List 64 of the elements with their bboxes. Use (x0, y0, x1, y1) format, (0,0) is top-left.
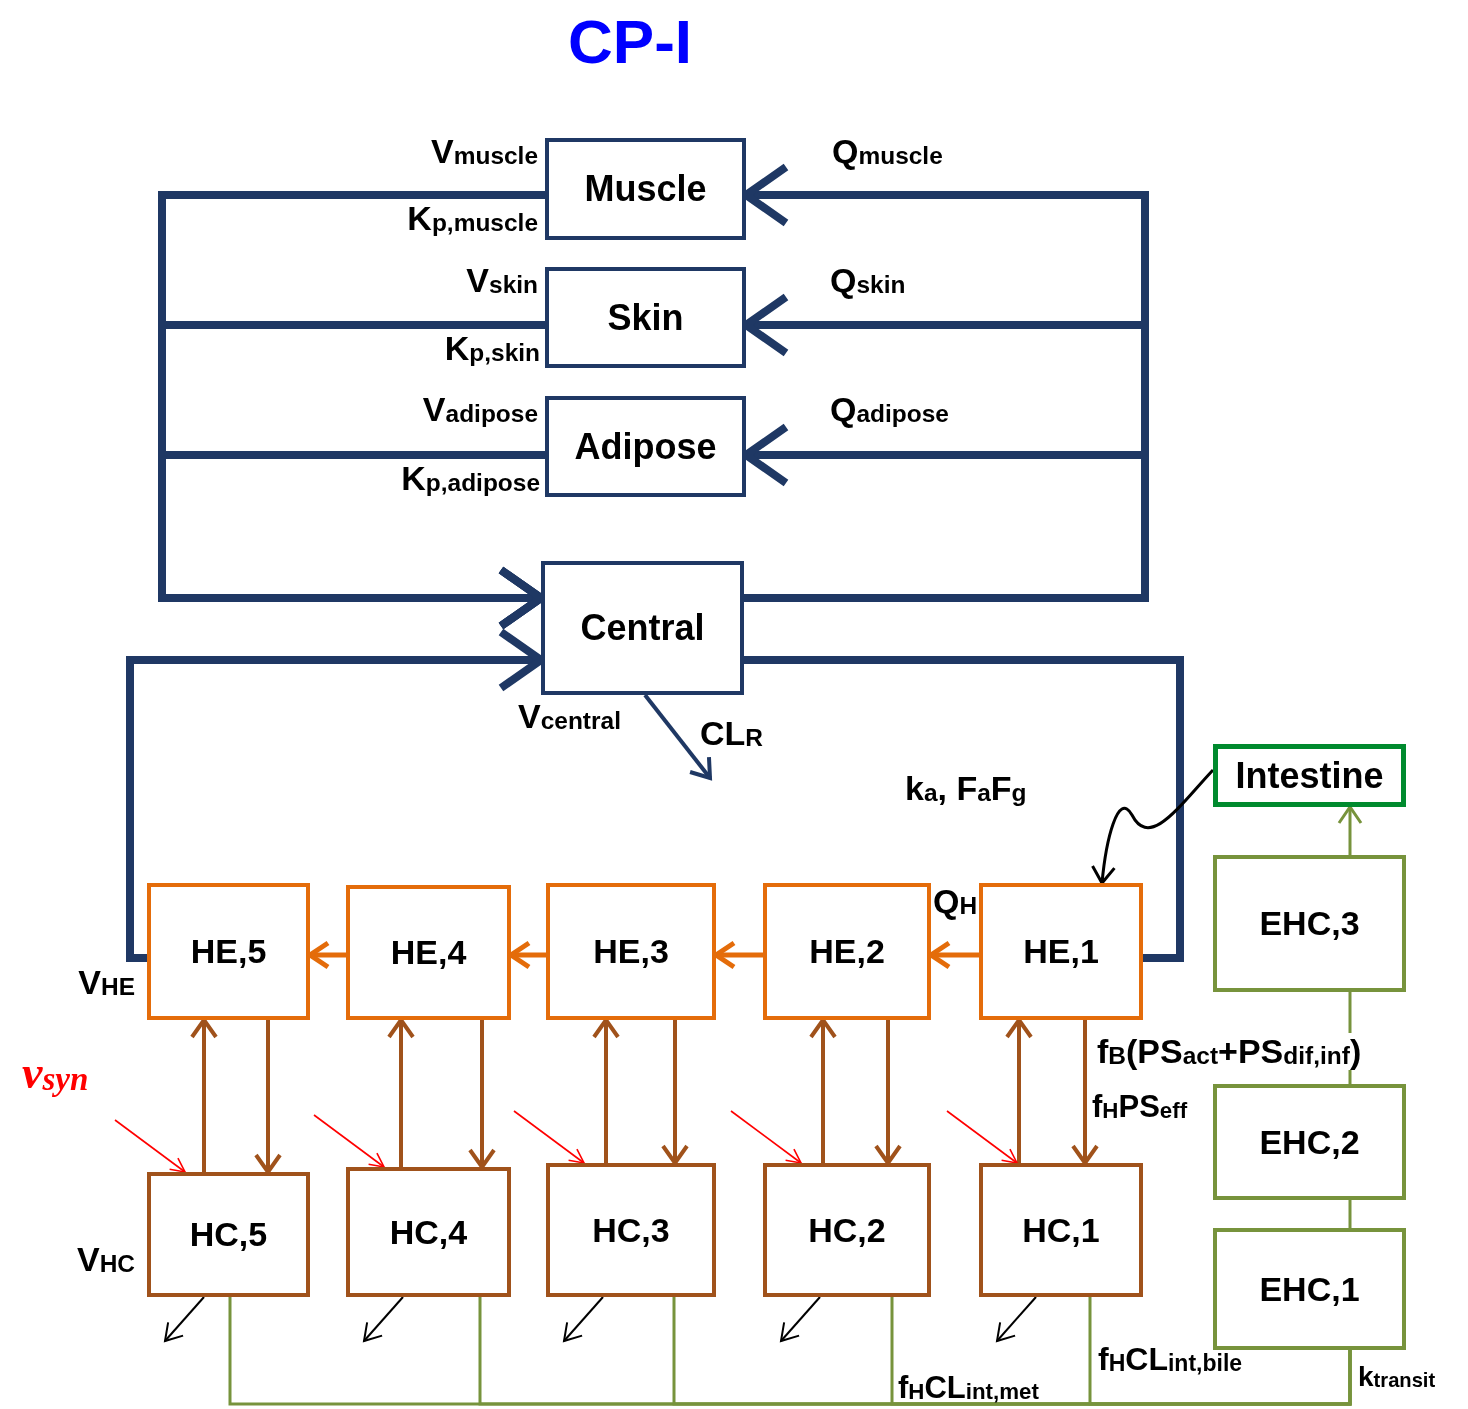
arrow (190, 1018, 218, 1172)
arrow (468, 1020, 496, 1169)
hepatocyte-compartment-box (763, 1163, 931, 1297)
arrow (996, 1296, 1037, 1342)
liver-compartment-box (346, 885, 511, 1020)
arrow (1337, 805, 1363, 855)
liver-compartment-box (763, 883, 931, 1020)
arrow (809, 1018, 837, 1163)
compartment-box (545, 138, 746, 240)
compartment-label: Central (580, 607, 705, 649)
compartment-box (545, 396, 746, 497)
connector-line (1348, 1200, 1352, 1228)
compartment-label: HC,3 (592, 1210, 670, 1250)
arrow (661, 1020, 689, 1165)
compartment-label: HC,1 (1022, 1210, 1100, 1250)
compartment-label: HC,4 (389, 1212, 468, 1252)
compartment-label: EHC,1 (1259, 1269, 1360, 1309)
arrow (1071, 1020, 1099, 1165)
bile-compartment-box (1213, 1228, 1406, 1350)
arrow (313, 1114, 385, 1168)
compartment-box (545, 267, 746, 368)
arrow (158, 451, 545, 630)
liver-compartment-box (546, 883, 716, 1020)
intestine-box (1213, 744, 1406, 807)
compartment-box (541, 561, 744, 695)
arrow (780, 1296, 821, 1342)
arrow (164, 1296, 205, 1342)
compartment-label: HC,2 (808, 1210, 886, 1250)
compartment-label: HE,5 (190, 932, 267, 971)
arrow (1091, 769, 1215, 885)
arrow (387, 1018, 415, 1167)
arrow (563, 1296, 604, 1342)
compartment-label: HE,2 (809, 932, 885, 971)
arrow (874, 1020, 902, 1165)
compartment-label: Intestine (1235, 754, 1384, 797)
compartment-label: HE,3 (593, 932, 669, 971)
compartment-label: HE,1 (1023, 932, 1099, 971)
compartment-label: HC,5 (189, 1215, 268, 1254)
hepatocyte-compartment-box (979, 1163, 1143, 1297)
arrow (114, 1119, 186, 1173)
bile-compartment-box (1213, 1084, 1406, 1200)
connector-line (744, 656, 1184, 962)
liver-compartment-box (147, 883, 310, 1020)
arrow (254, 1020, 282, 1174)
hepatocyte-compartment-box (346, 1167, 511, 1297)
compartment-label: EHC,2 (1259, 1122, 1360, 1162)
connector-line (1088, 1297, 1352, 1406)
arrow (363, 1296, 404, 1342)
compartment-label: Muscle (584, 168, 707, 210)
arrow (592, 1018, 620, 1163)
arrow (643, 693, 712, 780)
compartment-label: Skin (607, 296, 684, 339)
diagram-title: CP-I (568, 6, 692, 77)
compartment-label: HE,4 (390, 933, 467, 972)
hepatocyte-compartment-box (147, 1172, 310, 1297)
arrow (730, 1110, 802, 1164)
compartment-label: EHC,3 (1259, 904, 1360, 943)
bile-compartment-box (1213, 855, 1406, 992)
compartment-label: Adipose (574, 425, 717, 468)
liver-compartment-box (979, 883, 1143, 1020)
arrow (513, 1110, 585, 1164)
hepatocyte-compartment-box (546, 1163, 716, 1297)
arrow (1005, 1018, 1033, 1163)
arrow (946, 1110, 1018, 1164)
